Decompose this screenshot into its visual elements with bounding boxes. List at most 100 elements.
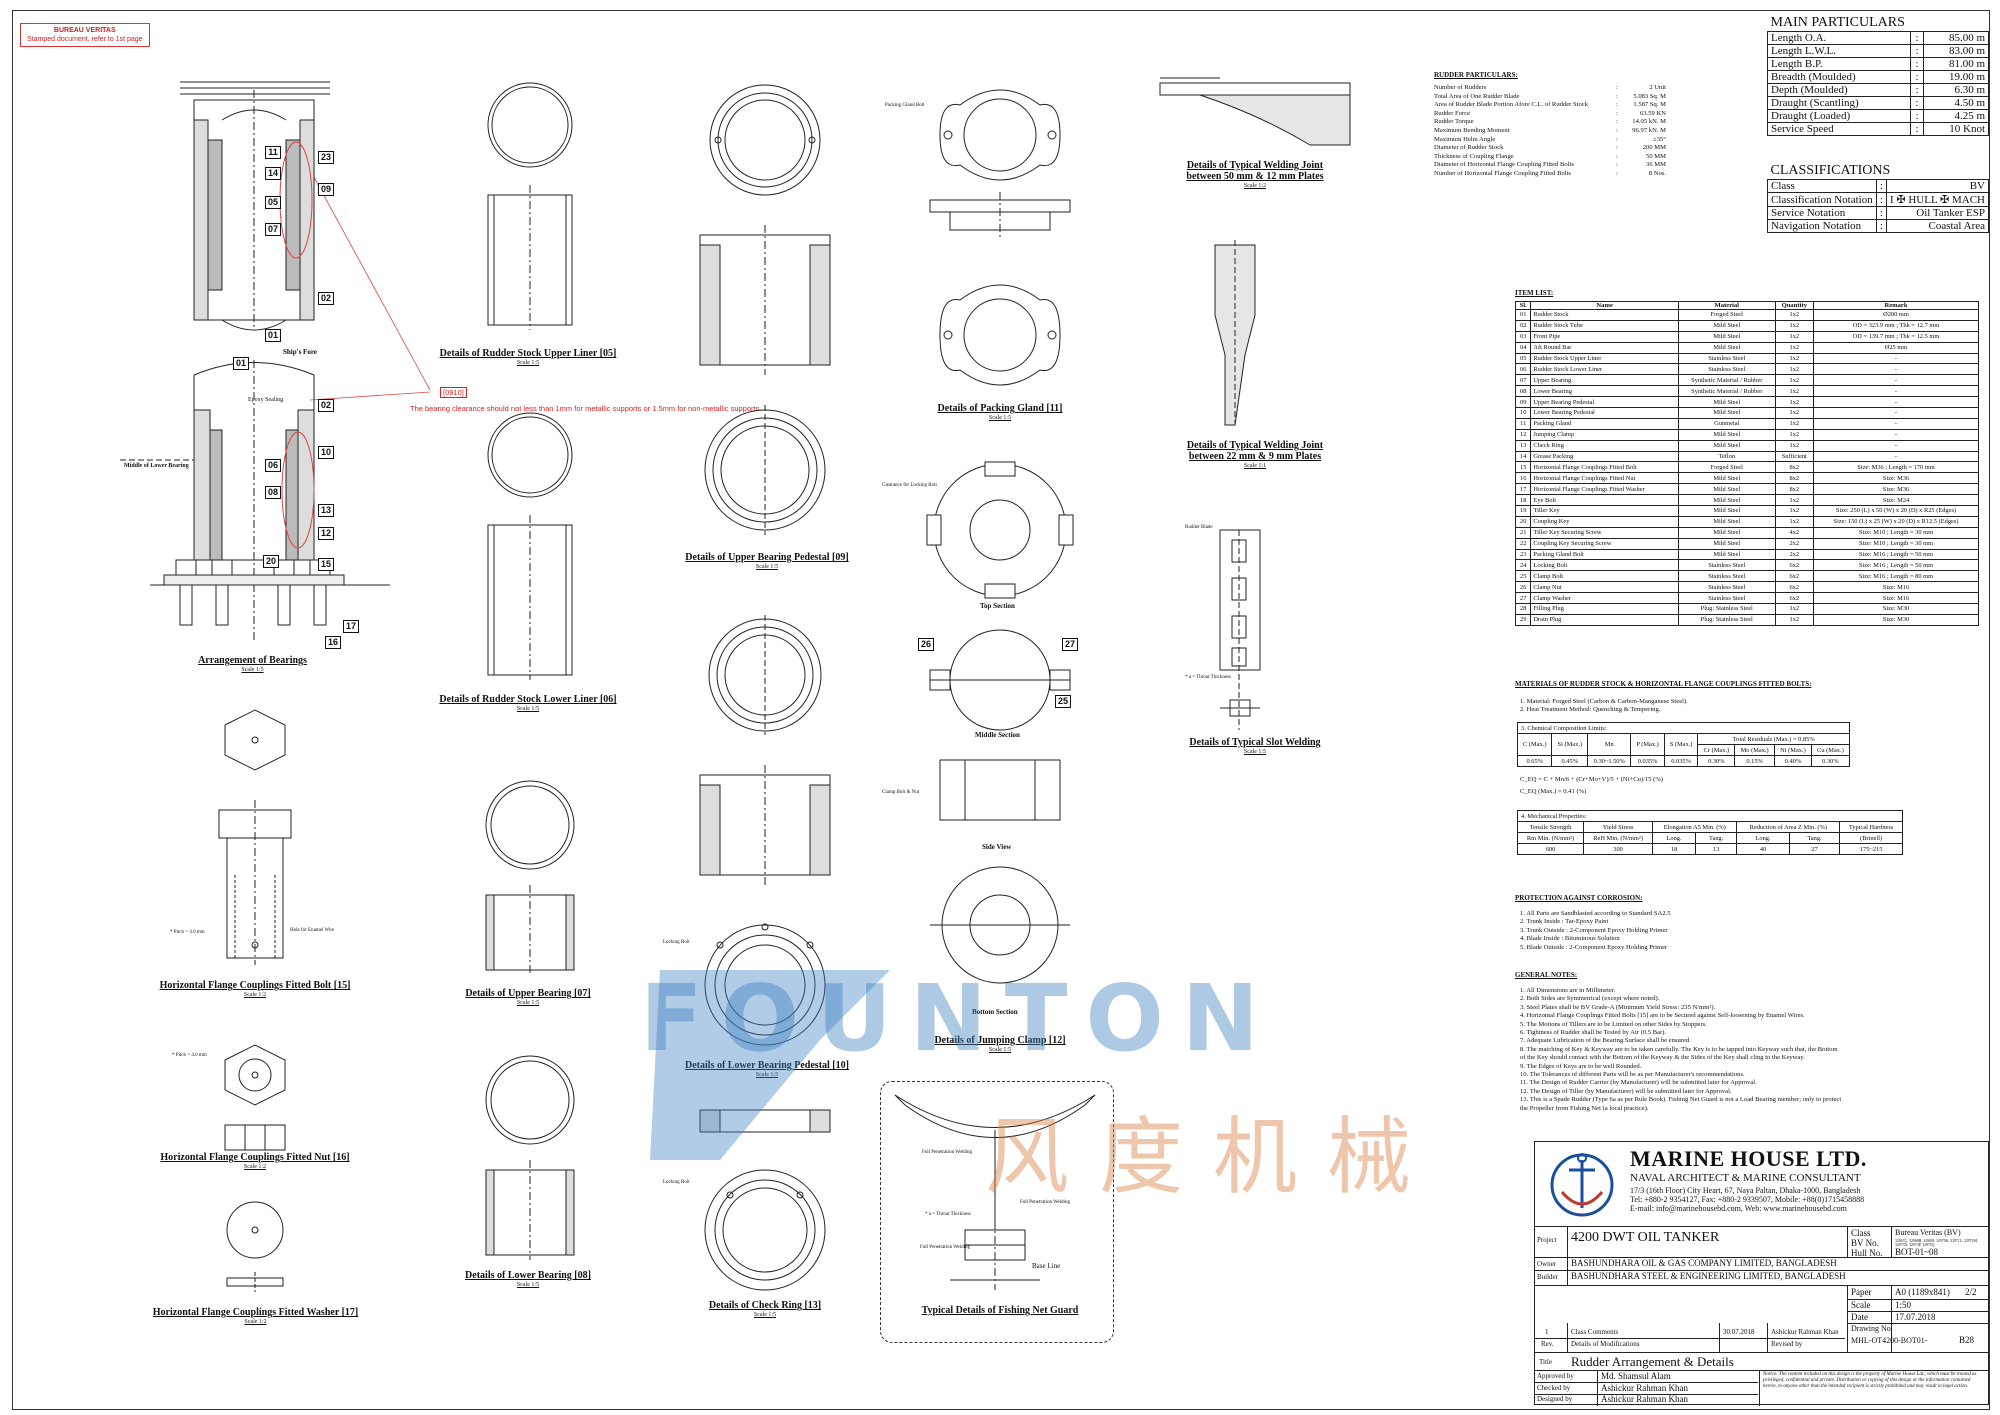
mech-sub: (Brinell)	[1839, 832, 1903, 844]
fitted-washer-drawing	[215, 1200, 295, 1300]
item-list-header: Material	[1677, 301, 1776, 310]
item-list-cell: Coupling Key Securing Screw	[1530, 537, 1679, 550]
item-list-cell: 18	[1514, 494, 1532, 507]
item-list-cell: Horizontal Flange Couplings Fitted Washe…	[1530, 483, 1679, 496]
item-list-cell: Locking Bolt	[1530, 559, 1679, 572]
rudder-particular-value: 5.083 Sq. M	[1633, 92, 1666, 100]
item-list-cell: Gunmetal	[1677, 417, 1776, 430]
mech-value: 40	[1736, 843, 1790, 855]
classifications-label: Service Notation	[1767, 206, 1877, 220]
epoxy-sealing-label: Epoxy Sealing	[248, 397, 284, 403]
item-list-cell: Mild Steel	[1677, 341, 1776, 354]
item-list-cell: Size: M30	[1813, 603, 1979, 615]
item-list-cell: 03	[1514, 330, 1532, 343]
owner-value: BASHUNDHARA OIL & GAS COMPANY LIMITED, B…	[1571, 1258, 1837, 1268]
item-list-cell: Mild Steel	[1677, 483, 1776, 496]
mech-sub: ReH Min. (N/mm²)	[1583, 832, 1654, 844]
item-list-cell: Coupling Key	[1530, 515, 1679, 528]
classifications-row: Navigation Notation:Coastal Area	[1767, 219, 1990, 233]
item-list-cell: 07	[1514, 374, 1532, 387]
mech-title: 4. Mechanical Properties:	[1517, 810, 1903, 822]
mech-h-reduction: Reduction of Area Z Min. (%)	[1736, 821, 1841, 833]
chem-h-s: S (Max.)	[1663, 733, 1699, 756]
chem-h-si: Si (Max.)	[1551, 733, 1589, 756]
item-list-cell: 8x2	[1774, 461, 1815, 474]
item-list-cell: Mild Steel	[1677, 319, 1776, 332]
rudder-particular-label: Area of Rudder Blade Portion Afore C.L. …	[1434, 101, 1589, 109]
rev-no: 1	[1545, 1328, 1549, 1336]
item-list-cell: Check Ring	[1530, 439, 1679, 452]
revised-by-label: Revised by	[1771, 1340, 1803, 1348]
item-list-cell: Packing Gland	[1530, 417, 1679, 430]
rudder-particular-label: Maximum Helm Angle	[1434, 135, 1496, 143]
item-list-cell: -	[1813, 428, 1979, 441]
throat-label-slot: * a = Throat Thickness	[1185, 675, 1231, 680]
drawing-no-value: MHL-OT4200-BOT01-	[1851, 1336, 1928, 1345]
side-view-label: Side View	[982, 843, 1012, 851]
checked-label: Checked by	[1537, 1384, 1571, 1392]
main_particulars-value: 83.00 m	[1922, 44, 1990, 58]
classifications-row: Classification Notation:I ✠ HULL ✠ MACH	[1767, 192, 1990, 207]
item-list-cell: Plug: Stainless Steel	[1677, 613, 1776, 626]
item-list-cell: 22	[1514, 537, 1532, 550]
approved-label: Approved by	[1537, 1372, 1574, 1380]
clearance-locking-label: Clearance for Locking Bolt	[882, 483, 937, 488]
weld-22-9-drawing	[1205, 245, 1275, 425]
item-list-cell: -	[1813, 396, 1979, 409]
item-list-cell: Upper Bearing Pedestal	[1530, 396, 1679, 409]
top-section-label: Top Section	[980, 602, 1015, 610]
main_particulars-row: Length L.W.L.:83.00 m	[1767, 44, 1990, 58]
chem-values-row: 0.65%0.45%0.30~1.50%0.035%0.035%0.30%0.1…	[1516, 755, 1851, 767]
rudder-particular-value: 14.05 kN. M	[1632, 118, 1666, 126]
item-list-cell: Rudder Stock Upper Liner	[1530, 352, 1679, 365]
marine-house-logo-icon	[1550, 1153, 1614, 1217]
caption-fitted-bolt: Horizontal Flange Couplings Fitted Bolt …	[159, 980, 351, 998]
item-list-cell: Size: M16 ; Length = 50 mm	[1813, 559, 1979, 572]
mech-value: 600	[1516, 843, 1585, 855]
mech-value: 27	[1788, 843, 1841, 855]
caption-lower-bearing: Details of Lower Bearing [08]Scale 1:5	[465, 1270, 591, 1288]
item-list-cell: 25	[1514, 570, 1532, 583]
builder-value: BASHUNDHARA STEEL & ENGINEERING LIMITED,…	[1571, 1271, 1846, 1281]
stamp-line2: Stamped document, refer to 1st page	[27, 36, 143, 44]
item-list-cell: 08	[1514, 385, 1532, 398]
caption-upper-bearing: Details of Upper Bearing [07]Scale 1:5	[465, 988, 591, 1006]
chem-h-ni: Ni (Max.)	[1773, 744, 1812, 756]
item-list-cell: Aft Round Bar	[1530, 341, 1679, 354]
fitted-nut-drawing	[215, 1040, 295, 1150]
rudder-particular-value: 8 Nos.	[1648, 169, 1666, 177]
main_particulars-row: Draught (Scantling):4.50 m	[1767, 96, 1990, 110]
check-ring-drawing	[690, 1110, 840, 1295]
main_particulars-label: Draught (Loaded)	[1767, 109, 1911, 123]
rudder-particular-colon: :	[1616, 144, 1618, 152]
item-list-cell: Size: M30	[1813, 613, 1979, 626]
rudder-particular-row: Thickness of Coupling Flange:50 MM	[1434, 153, 1666, 162]
item-list-cell: Horizontal Flange Couplings Fitted Bolt	[1530, 461, 1679, 474]
owner-label: Owner	[1537, 1260, 1557, 1268]
item-list-cell: Tiller Key	[1530, 505, 1679, 517]
caption-jumping-clamp: Details of Jumping Clamp [12]Scale 1:5	[934, 1035, 1066, 1053]
item-list-cell: 20	[1514, 515, 1532, 528]
item-list-cell: Filling Plug	[1530, 603, 1679, 615]
item-list-cell: 1x2	[1774, 319, 1815, 332]
general-note-line: 13. This is a Spade Rudder (Type 6a as p…	[1520, 1096, 1842, 1104]
main_particulars-colon: :	[1909, 70, 1924, 84]
rudder-particular-colon: :	[1616, 161, 1618, 169]
item-list-cell: 6x2	[1774, 581, 1815, 594]
drawing-title: Rudder Arrangement & Details	[1571, 1354, 1734, 1369]
item-list-cell: 26	[1514, 581, 1532, 594]
caption-lower-pedestal: Details of Lower Bearing Pedestal [10]Sc…	[662, 1060, 872, 1078]
rudder-particular-row: Rudder Torque:14.05 kN. M	[1434, 118, 1666, 127]
pitch-label-nut: * Pitch = 4.0 mm	[172, 1053, 207, 1058]
chem-value: 0.30%	[1697, 755, 1736, 767]
scale-value: 1:50	[1895, 1300, 1912, 1310]
item-list-cell: Mild Steel	[1677, 330, 1776, 343]
item-list-cell: Stainless Steel	[1677, 559, 1776, 572]
